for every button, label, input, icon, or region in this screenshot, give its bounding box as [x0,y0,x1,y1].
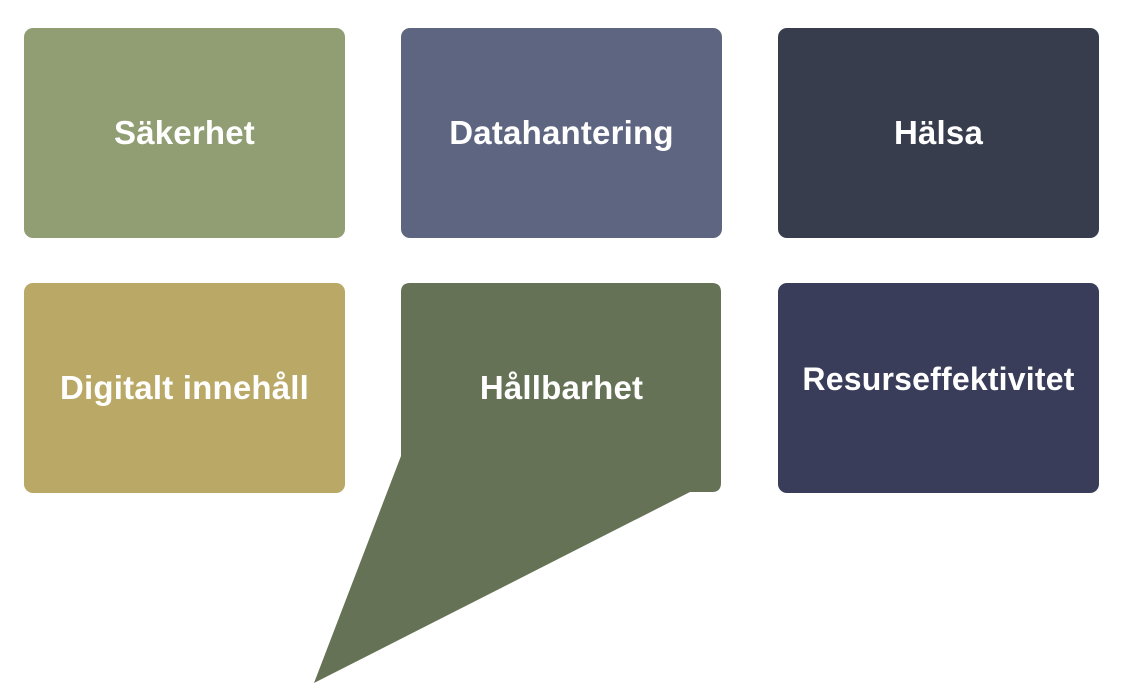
category-label: Datahantering [449,114,674,151]
category-tile-digitalt-innehall[interactable]: Digitalt innehåll [24,283,345,493]
category-tile-hallbarhet[interactable]: Hållbarhet [401,283,722,493]
category-tile-resurseffektivitet[interactable]: Resurseffektivitet [778,283,1099,493]
speech-bubble-tail [314,283,721,683]
category-tile-halsa[interactable]: Hälsa [778,28,1099,238]
category-label: Digitalt innehåll [59,369,310,406]
category-tile-datahantering[interactable]: Datahantering [401,28,722,238]
category-label: Hållbarhet [479,369,644,406]
category-tile-sakerhet[interactable]: Säkerhet [24,28,345,238]
category-label: Hälsa [893,114,984,151]
category-label: Resurseffektivitet [802,360,1075,397]
category-label: Säkerhet [113,114,255,151]
